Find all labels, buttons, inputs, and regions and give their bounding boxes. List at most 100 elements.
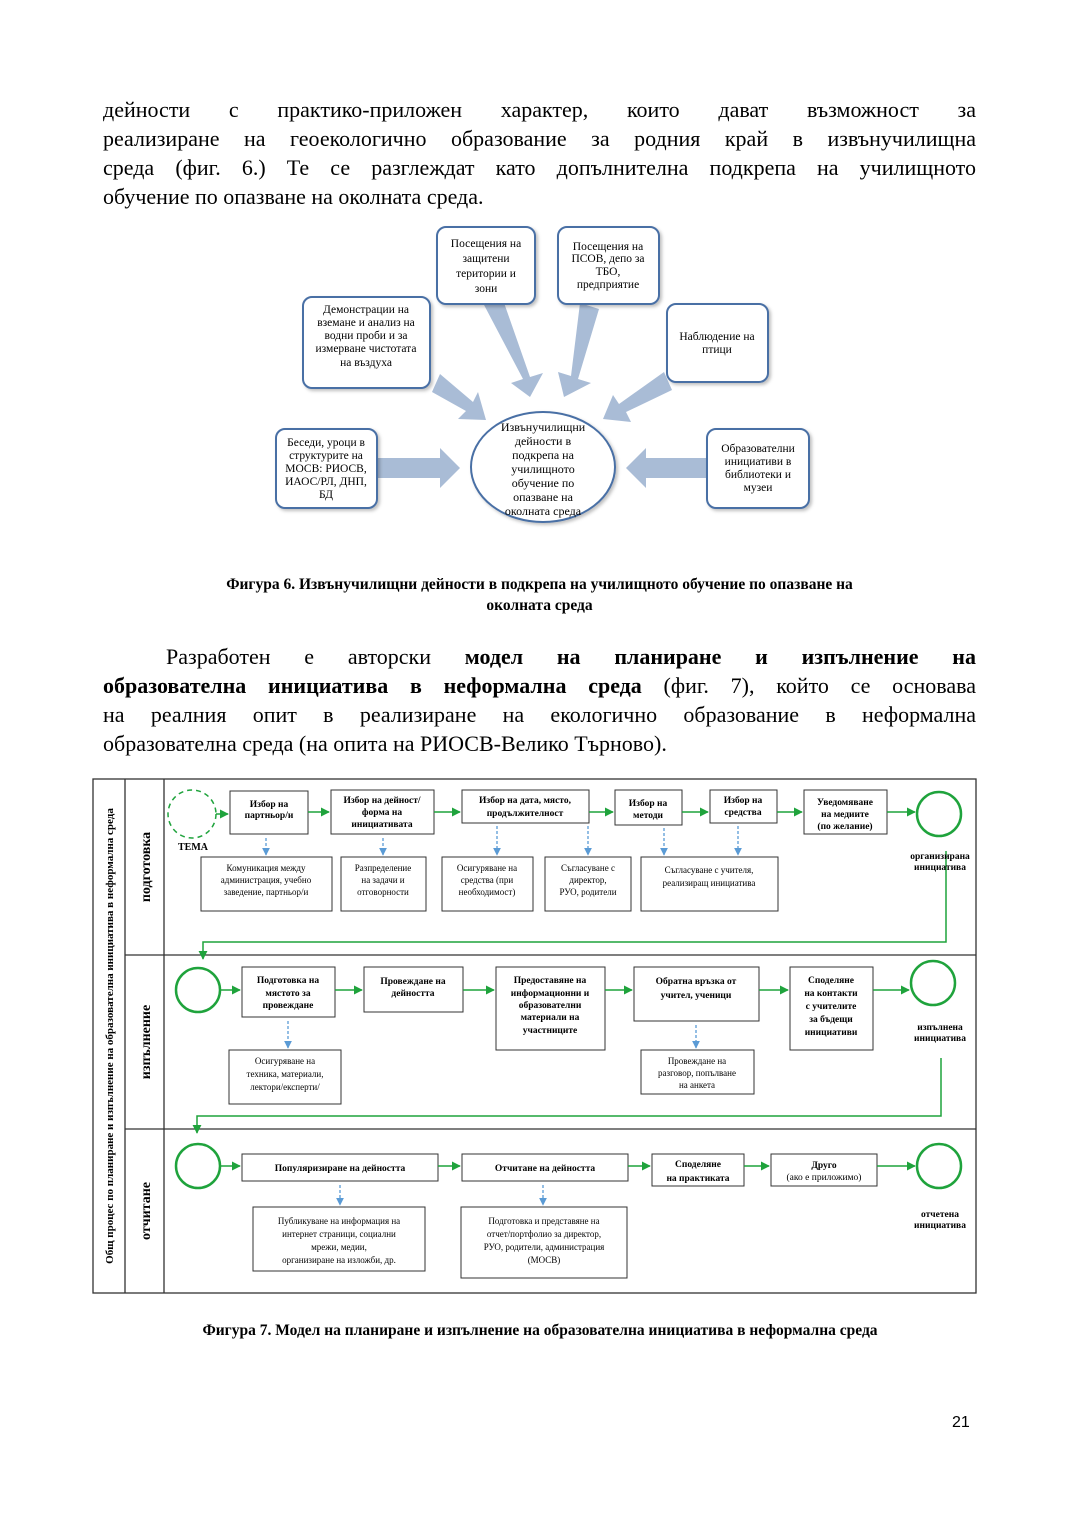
sub-label: РУО, родители [559,887,616,897]
sub-label: интернет страници, социални [282,1229,396,1239]
lane2-end-circle [909,959,957,1007]
lane1-step-media [803,789,888,835]
sub-label: на анкета [679,1080,715,1090]
page-number: 21 [952,1414,970,1431]
step-label: Избор на дейност/ [343,795,420,806]
lane2-sub-survey [640,1049,755,1095]
lane3-sub-portfolio [460,1206,628,1279]
step-label: Друго [811,1161,837,1171]
sub-label: РУО, родители, администрация [484,1242,605,1252]
step-label: (по желание) [817,821,872,832]
lane2-step-feedback [633,966,760,1022]
text-line: на реалния опит в реализиране на екологи… [103,702,976,727]
fig6-label: структурите на [289,450,363,462]
fig6-arrow-top-right [558,303,599,397]
fig6-arrow-low-right [626,448,706,488]
end-label: инициатива [914,1034,966,1044]
lane1-sub-teacher [640,856,779,912]
step-label: Споделяне [675,1160,721,1170]
fig6-label: ПСОВ, депо за [571,253,644,265]
lane-label-execution: изпълнение [139,1005,154,1079]
lane-label-reporting: отчитане [139,1182,154,1240]
step-label: форма на [362,807,402,818]
fig6-label: Беседи, уроци в [287,437,365,449]
lane2-start-circle [174,966,222,1014]
fig6-label: ТБО, [596,266,621,278]
fig6-center-label: опазване на [513,490,573,504]
step-label: мястото за [265,989,310,999]
lane-label-preparation: подготовка [139,832,154,902]
fig7-frame [92,778,977,1294]
sub-label: организиране на изложби, др. [282,1255,396,1265]
figure7-diagram: Общ процес по планиране и изпълнение на … [92,778,977,1294]
end-label: отчетена [921,1210,959,1220]
text-bold: модел на планиране и изпълнение на [464,644,976,669]
lane1-step-date [461,789,590,824]
fig6-label: измерване чистотата [316,343,417,355]
fig6-box-bird-watching [666,303,769,383]
fig6-label: инициативи в [725,456,792,468]
lane2-step-materials [495,966,606,1051]
fig6-label: МОСВ: РИОСВ, [285,463,367,475]
lane1-end-circle [915,790,963,838]
end-label: инициатива [914,863,966,873]
sub-label: техника, материали, [247,1069,324,1079]
lane3-end-circle [915,1142,963,1190]
sub-label: администрация, учебно [221,875,312,885]
fig6-label: Наблюдение на [679,331,754,343]
step-label: (ако е приложимо) [787,1172,862,1183]
lane3-step-share-practice [651,1153,745,1187]
fig6-label: водни проби и за [324,330,407,342]
lane3-start-circle [174,1142,222,1190]
lane2-step-share-contacts [789,966,874,1051]
step-label: Предоставяне на [514,976,587,986]
step-label: материали на [521,1013,580,1023]
lane1-sub-communication [200,856,333,912]
sub-label: мрежи, медии, [311,1242,367,1252]
fig6-arrow-low-left [377,448,460,488]
lane1-start-circle [167,789,217,839]
caption-line: околната среда [486,597,593,614]
fig6-label: Посещения на [451,238,521,250]
sub-label: Съгласуване с учителя, [665,865,754,875]
fig6-label: територии и [456,268,516,280]
step-label: Избор на [250,799,289,810]
lane1-step-methods [614,789,683,826]
text-bold: образователна инициатива в неформална ср… [103,673,642,698]
lane2-step-prepare-venue [241,966,336,1018]
step-label: с учителите [806,1002,857,1012]
fig6-center-ellipse [470,411,616,523]
fig6-label: Посещения на [573,241,643,253]
step-label: провеждане [263,1001,314,1011]
step-label: за бъдещи [809,1014,853,1025]
text-line: реализиране на геоекологично образование… [103,126,976,151]
fig6-label: на въздуха [340,357,392,369]
fig6-label: вземане и анализ на [317,317,415,329]
step-label: Отчитане на дейността [495,1163,595,1174]
step-label: Обратна връзка от [656,976,737,987]
sub-label: Съгласуване с [561,863,615,873]
text-line: образователна среда (на опита на РИОСВ-В… [103,731,667,756]
end-label: изпълнена [917,1023,963,1033]
sub-label: Осигуряване на [255,1056,315,1066]
step-label: Подготовка на [257,976,319,986]
figure6-caption: Фигура 6. Извънучилищни дейности в подкр… [103,574,976,616]
fig6-center-label: дейности в [515,434,572,448]
sub-label: Разпределение [355,863,411,873]
text-normal: Разработен е авторски [166,644,465,669]
step-label: методи [633,811,664,821]
step-label: инициативи [805,1028,858,1038]
fig6-center-label: Извънучилищни [501,420,586,434]
lane1-sub-director [544,856,632,912]
sub-label: Подготовка и представяне на [488,1216,599,1226]
lane1-step-activity [330,789,435,835]
fig6-box-demonstrations [302,296,431,389]
lane1-start-label: ТЕМА [178,842,209,853]
sub-label: лектори/експерти/ [250,1082,320,1092]
fig6-label: защитени [462,253,509,265]
sub-label: на задачи и [361,875,404,885]
step-label: участниците [523,1026,578,1036]
fig7-vertical-title: Общ процес по планиране и изпълнение на … [104,808,116,1264]
figure6-diagram: Посещения на защитени територии и зони П… [275,226,810,523]
step-label: дейността [391,988,434,999]
